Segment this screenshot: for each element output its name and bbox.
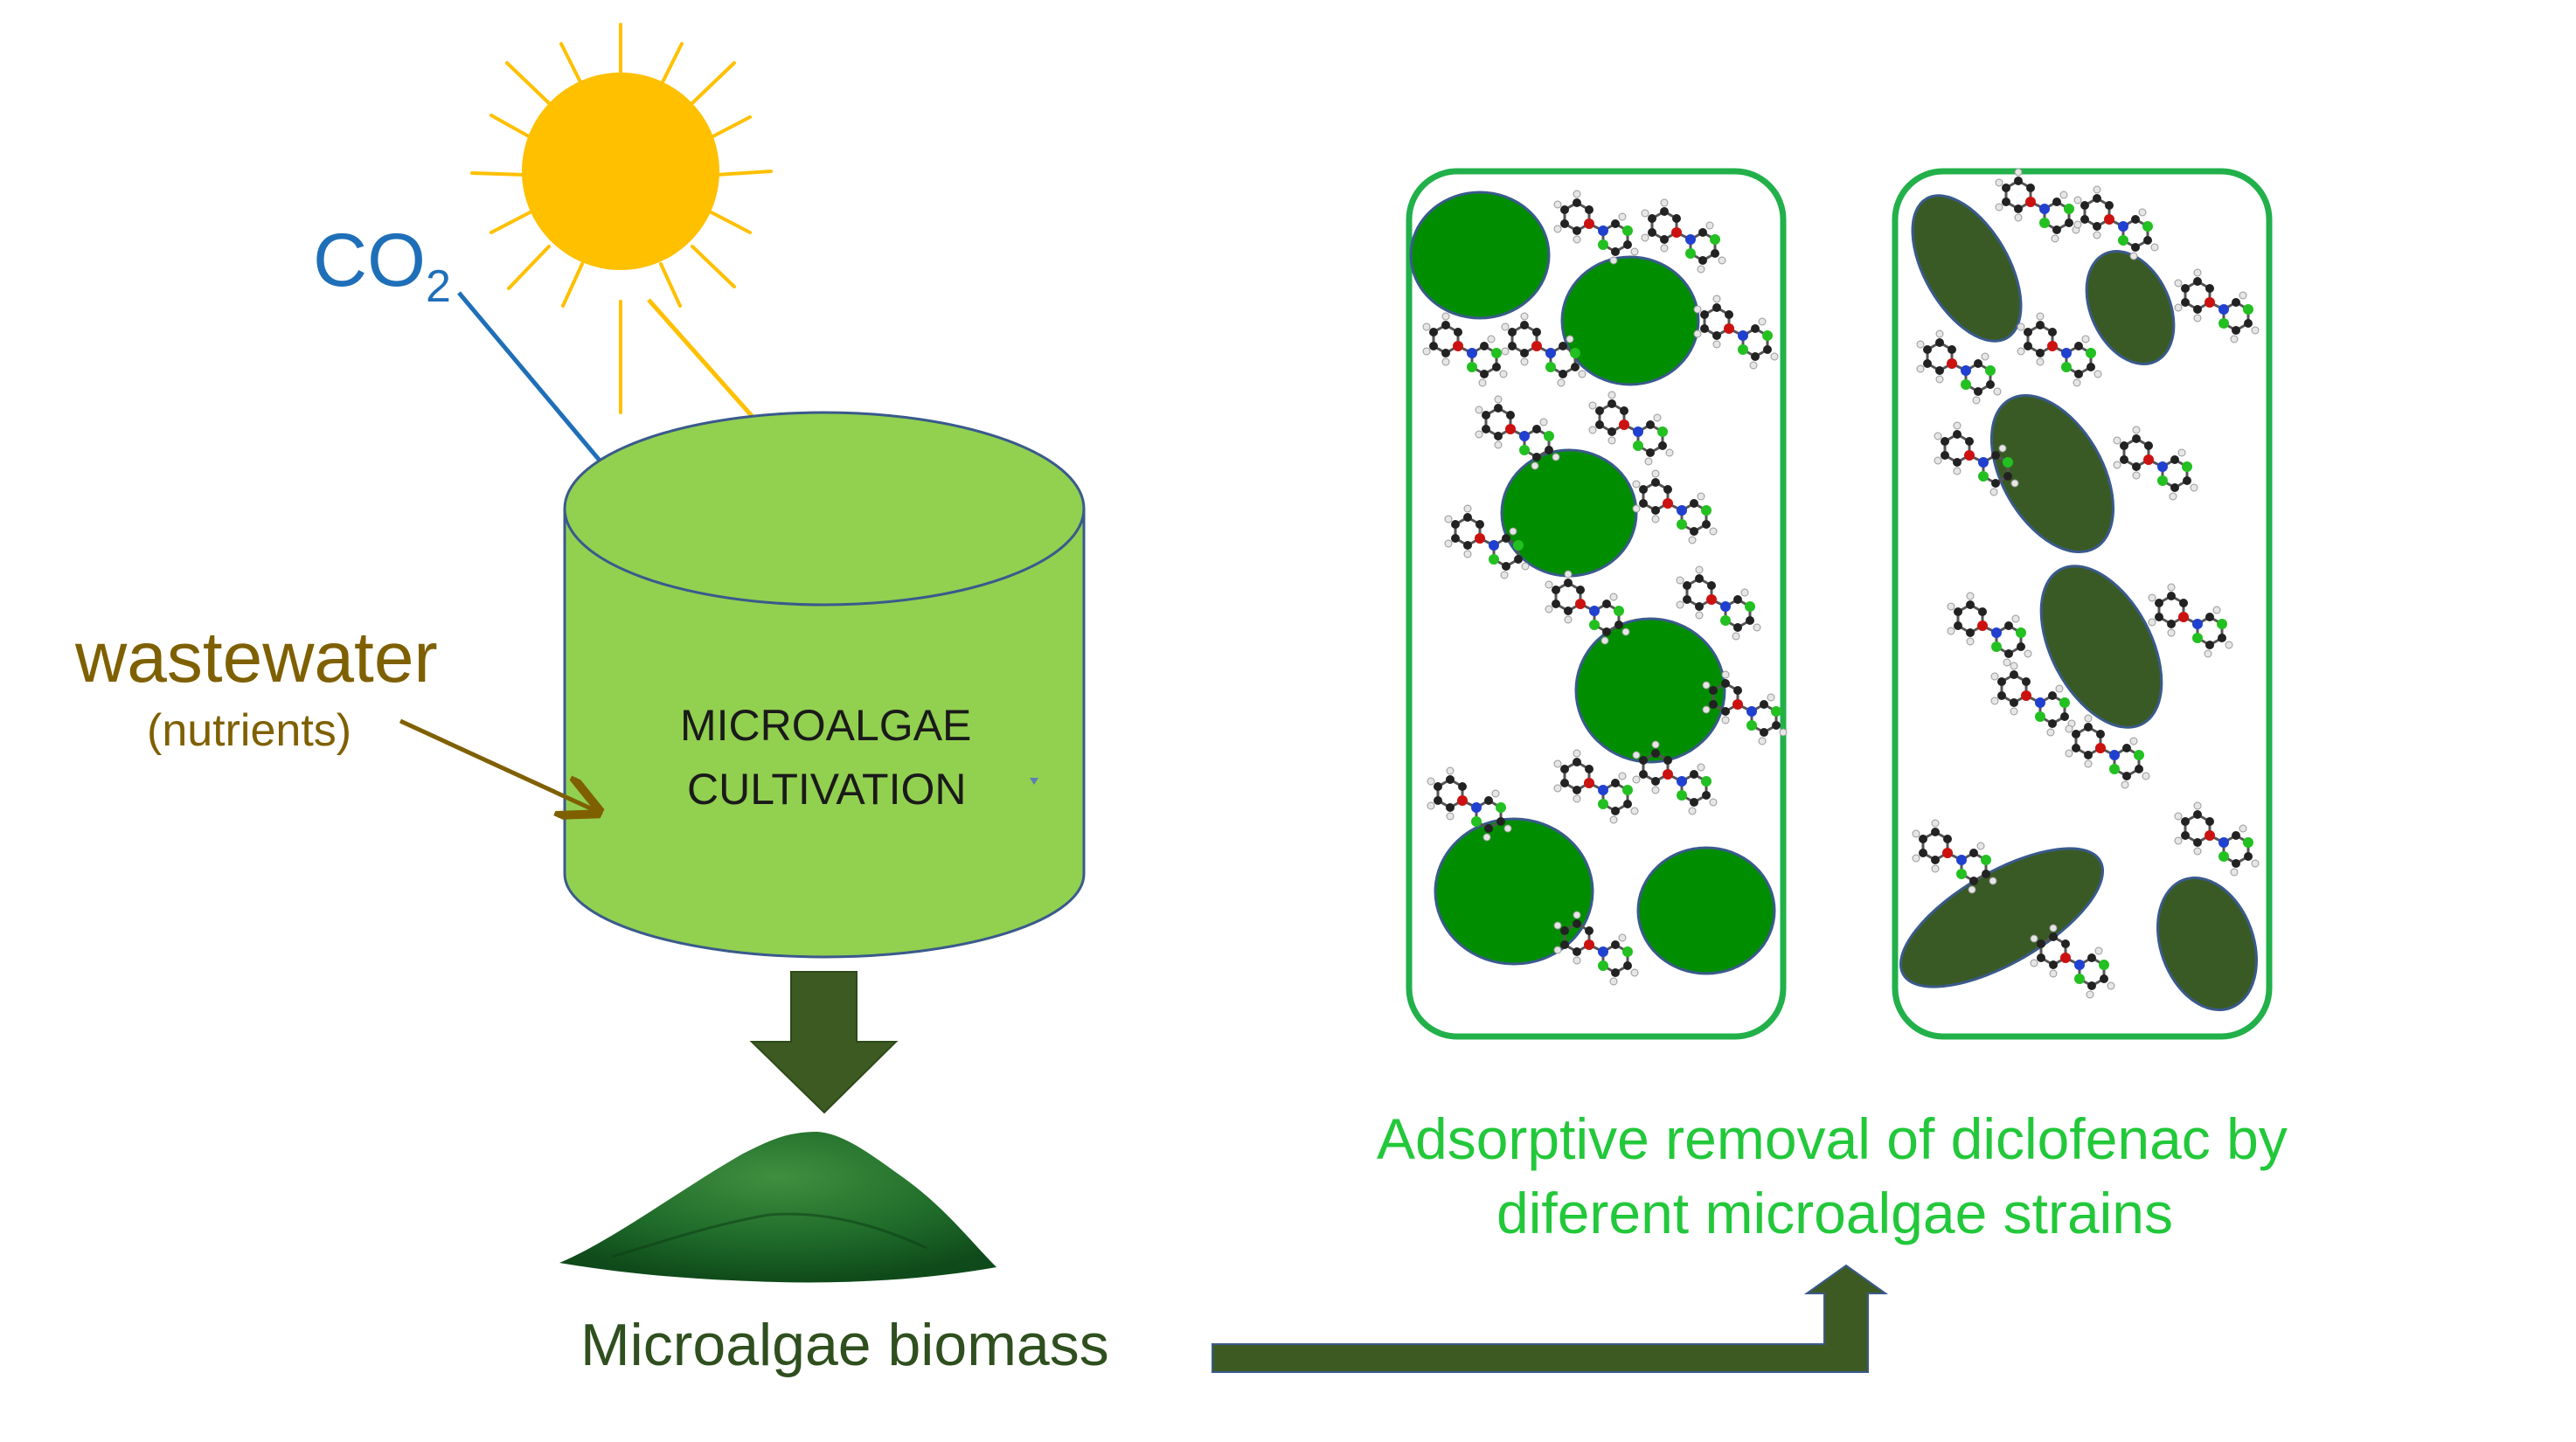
harvest-arrow <box>749 971 899 1114</box>
elongated-cells-panel <box>1892 167 2273 1040</box>
sun-icon <box>470 23 773 414</box>
cultivation-label-line2: CULTIVATION <box>687 765 967 814</box>
wastewater-arrow <box>399 718 594 810</box>
co2-label: CO2 <box>313 218 451 312</box>
biomass-label: Microalgae biomass <box>580 1312 1109 1378</box>
nutrients-label: (nutrients) <box>147 705 352 756</box>
algae-powder-pile-icon <box>559 1132 996 1283</box>
cultivation-tank <box>563 411 1086 959</box>
caption-line1: Adsorptive removal of diclofenac by <box>1377 1106 2288 1171</box>
caption-line2: diferent microalgae strains <box>1496 1181 2174 1245</box>
to-adsorption-arrow <box>1212 1264 1889 1373</box>
wastewater-label: wastewater <box>75 618 438 697</box>
round-cells-panel <box>1406 168 1788 1040</box>
cultivation-label-line1: MICROALGAE <box>680 701 972 750</box>
